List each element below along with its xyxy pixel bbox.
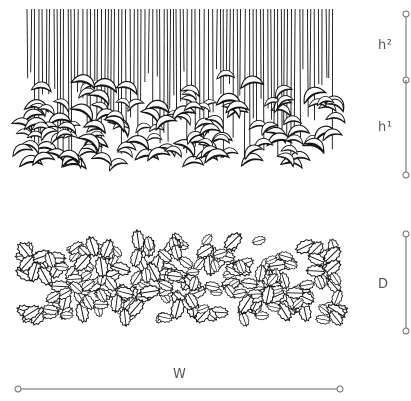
- stem-line: [237, 9, 238, 100]
- dimension-line-h1: [403, 80, 409, 178]
- stem-line: [187, 9, 188, 153]
- stem-line: [125, 9, 126, 129]
- stem-line: [31, 9, 32, 72]
- label-h2: h²: [378, 38, 392, 53]
- dimension-line-h2: [403, 11, 409, 83]
- stem-line: [176, 9, 177, 112]
- leaf-shape: [70, 100, 97, 122]
- leaf-shape: [326, 111, 346, 123]
- stem-line: [54, 9, 55, 89]
- leaf-shape: [216, 69, 235, 80]
- label-depth: D: [378, 277, 389, 292]
- stem-line: [148, 9, 149, 73]
- dimension-line-width: [15, 386, 343, 392]
- stem-line: [281, 9, 282, 135]
- plan-leaf-mass: [14, 229, 350, 328]
- stem-line: [329, 9, 330, 78]
- leaf-shape: [116, 96, 132, 107]
- stem-line: [300, 9, 301, 137]
- stem-line: [170, 9, 171, 109]
- stem-line: [310, 9, 311, 96]
- stem-line: [49, 9, 50, 94]
- stem-line: [216, 9, 217, 69]
- leaf-shape: [116, 79, 139, 94]
- stem-line: [226, 9, 227, 77]
- stem-line: [173, 9, 174, 95]
- stem-line: [326, 9, 327, 78]
- stem-line: [240, 9, 241, 96]
- plan-leaf-shape: [251, 235, 267, 247]
- leaf-shape: [282, 115, 301, 126]
- plan-leaf-shape: [315, 314, 331, 326]
- label-width: W: [173, 367, 186, 382]
- stem-line: [114, 9, 115, 124]
- label-h1: h¹: [378, 120, 392, 135]
- leaf-shape: [239, 74, 264, 89]
- leaf-shape: [146, 132, 162, 141]
- dimension-line-depth: [403, 231, 409, 334]
- stem-line: [183, 9, 184, 71]
- stem-line: [121, 9, 122, 154]
- stem-line: [27, 9, 28, 78]
- stem-line: [111, 9, 112, 110]
- stem-line: [261, 9, 262, 99]
